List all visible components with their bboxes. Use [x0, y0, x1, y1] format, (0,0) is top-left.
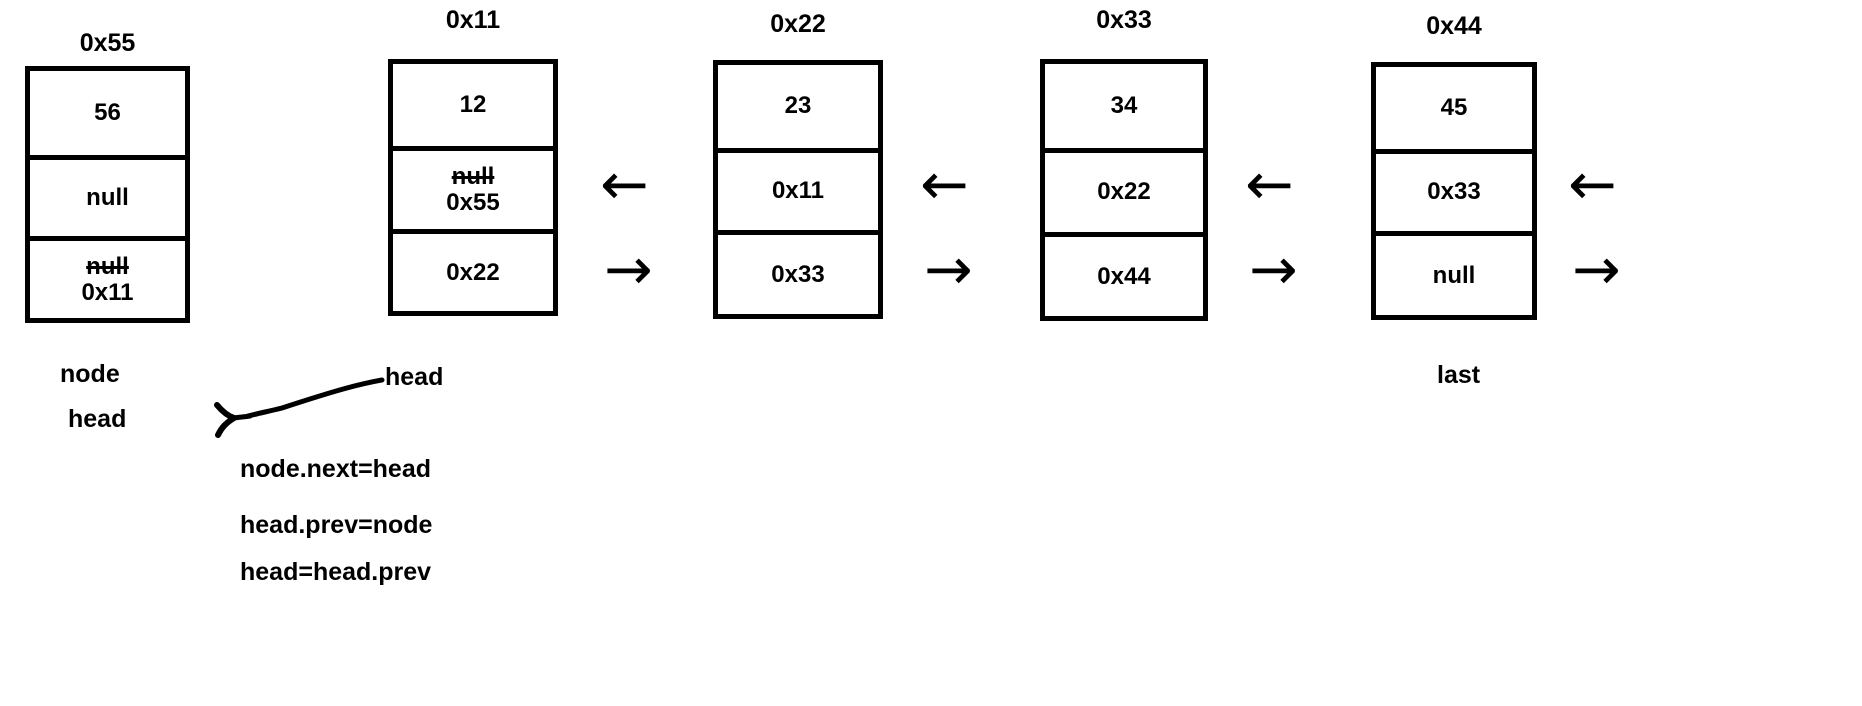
node-prev-cell-1: null 0x55 — [393, 145, 553, 230]
head-pointer-label-left: head — [68, 405, 127, 433]
node-data-cell-1: 12 — [393, 64, 553, 146]
node-address-label-2: 0x22 — [770, 10, 826, 38]
code-line-1: head.prev=node — [240, 511, 433, 539]
node-next-cell-0: null 0x11 — [30, 236, 185, 318]
prev-arrow-left-2: ← — [1245, 150, 1294, 218]
node-pointer-label: node — [60, 360, 120, 388]
node-data-value-0: 56 — [94, 99, 121, 127]
next-arrow-right-2: → — [1249, 235, 1298, 303]
last-pointer-label: last — [1437, 361, 1481, 389]
node-prev-value-1: 0x55 — [446, 188, 500, 216]
node-next-value-2: 0x33 — [771, 260, 825, 288]
node-box-4: 45 0x33 null — [1371, 62, 1537, 320]
node-address-label-3: 0x33 — [1096, 6, 1152, 34]
node-prev-cell-0: null — [30, 155, 185, 236]
node-data-value-2: 23 — [784, 92, 812, 120]
node-data-cell-3: 34 — [1045, 64, 1203, 148]
node-data-value-3: 34 — [1110, 91, 1138, 119]
node-next-cell-4: null — [1376, 231, 1532, 315]
node-address-label-1: 0x11 — [445, 6, 501, 34]
node-box-0: 56 null null 0x11 — [25, 66, 190, 323]
node-next-struck-0: null — [86, 252, 129, 280]
node-data-cell-2: 23 — [718, 65, 878, 148]
node-prev-value-4: 0x33 — [1427, 178, 1481, 206]
code-line-0: node.next=head — [240, 455, 432, 483]
node-prev-value-0: null — [86, 184, 129, 212]
head-pointer-label-right: head — [385, 363, 444, 391]
code-line-2: head=head.prev — [240, 558, 432, 586]
node-data-value-1: 12 — [459, 90, 487, 118]
node-box-2: 23 0x11 0x33 — [713, 60, 883, 319]
node-data-cell-4: 45 — [1376, 67, 1532, 149]
node-prev-cell-2: 0x11 — [718, 147, 878, 231]
node-next-value-0: 0x11 — [81, 278, 134, 306]
node-prev-value-3: 0x22 — [1097, 178, 1151, 206]
node-next-cell-3: 0x44 — [1045, 232, 1203, 316]
node-box-1: 12 null 0x55 0x22 — [388, 59, 558, 316]
node-next-value-4: null — [1432, 261, 1476, 289]
node-address-label-4: 0x44 — [1426, 12, 1482, 40]
next-arrow-right-0: → — [604, 235, 653, 303]
next-arrow-right-1: → — [924, 235, 973, 303]
node-next-cell-1: 0x22 — [393, 229, 553, 311]
node-address-label-0: 0x55 — [79, 29, 136, 57]
node-data-value-4: 45 — [1440, 93, 1468, 121]
node-prev-cell-4: 0x33 — [1376, 148, 1532, 232]
node-prev-cell-3: 0x22 — [1045, 147, 1203, 233]
node-box-3: 34 0x22 0x44 — [1040, 59, 1208, 321]
prev-arrow-left-3: ← — [1568, 150, 1617, 218]
node-next-cell-2: 0x33 — [718, 230, 878, 314]
node-prev-value-2: 0x11 — [771, 177, 825, 205]
next-arrow-right-3: → — [1572, 235, 1621, 303]
node-next-value-1: 0x22 — [446, 258, 500, 286]
prev-arrow-left-1: ← — [920, 150, 969, 218]
handdrawn-pointer-arrow-icon — [214, 377, 385, 438]
prev-arrow-left-0: ← — [600, 150, 649, 218]
node-data-cell-0: 56 — [30, 71, 185, 155]
node-next-value-3: 0x44 — [1097, 262, 1151, 290]
node-prev-struck-1: null — [451, 163, 495, 190]
